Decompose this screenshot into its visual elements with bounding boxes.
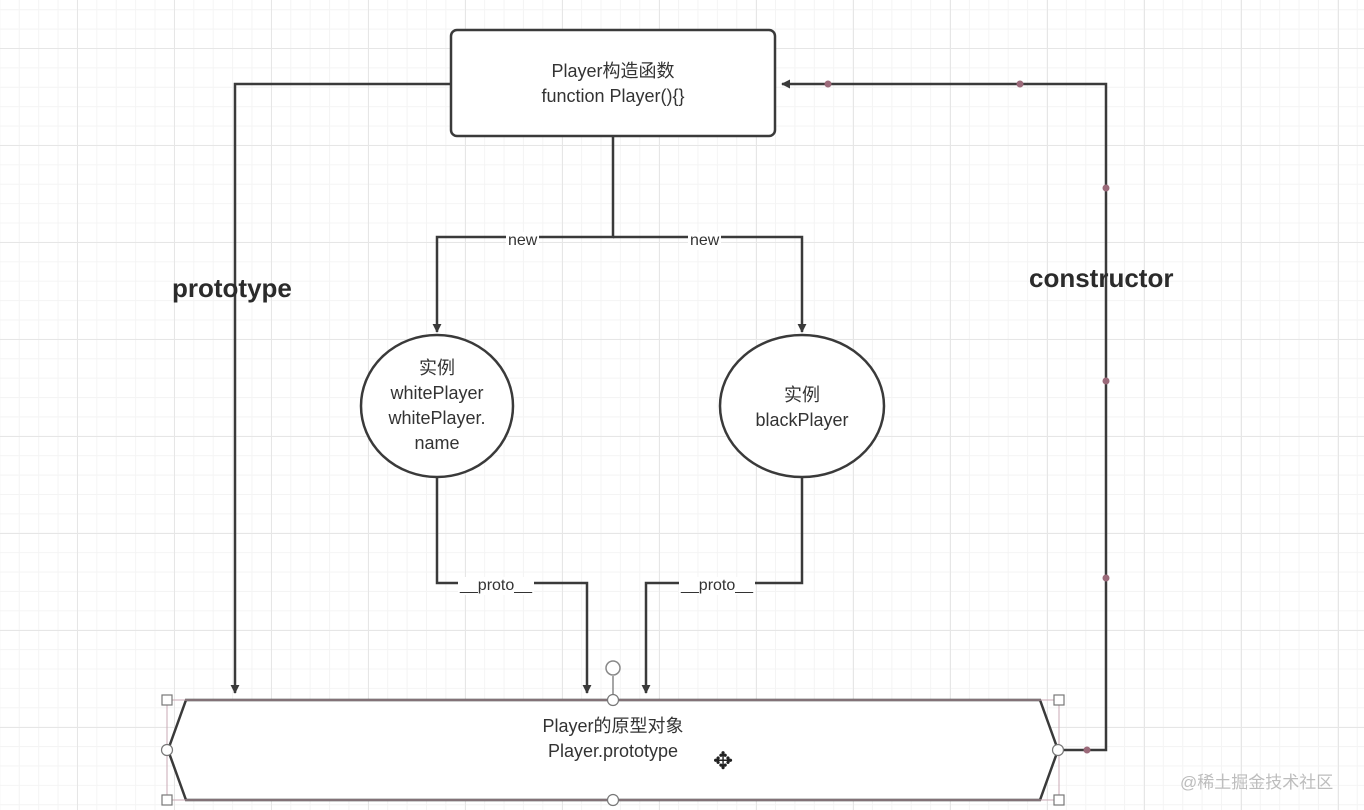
constructor-edge-label: constructor: [1029, 263, 1174, 293]
resize-handle-top-right[interactable]: [1053, 694, 1065, 706]
white-player-kind: 实例: [419, 358, 455, 378]
watermark: @稀土掘金技术社区: [1180, 773, 1334, 792]
constructor-edge-handle[interactable]: [824, 80, 832, 88]
proto-edge-left-label: __proto__: [458, 577, 535, 595]
constructor-edge-handle[interactable]: [1083, 746, 1091, 754]
prototype-object-label: Player的原型对象 Player.prototype: [420, 714, 806, 764]
black-player-kind: 实例: [784, 385, 820, 405]
white-player-property-cont: name: [414, 433, 460, 453]
resize-handle-bottom-right[interactable]: [1053, 794, 1065, 806]
resize-handle-bottom-left[interactable]: [161, 794, 173, 806]
constructor-function-title: Player构造函数: [551, 61, 675, 81]
move-cursor-icon: ✥: [713, 748, 734, 775]
white-player-property: whitePlayer.: [388, 408, 486, 428]
constructor-edge-handle[interactable]: [1102, 574, 1110, 582]
constructor-function-code: function Player(){}: [541, 86, 685, 106]
white-player-label: 实例 whitePlayer whitePlayer. name: [361, 356, 513, 456]
prototype-edge-label: prototype: [172, 273, 292, 303]
new-edge-right: [613, 235, 807, 333]
white-player-name: whitePlayer: [390, 383, 484, 403]
resize-handle-right[interactable]: [1051, 743, 1065, 757]
constructor-edge[interactable]: [781, 79, 1108, 752]
black-player-label: 实例 blackPlayer: [720, 383, 884, 433]
resize-handle-left[interactable]: [160, 743, 174, 757]
prototype-edge: [230, 82, 451, 694]
new-edge-right-label: new: [688, 232, 722, 250]
rotate-handle[interactable]: [605, 660, 621, 676]
constructor-edge-handle[interactable]: [1102, 184, 1110, 192]
constructor-edge-handle[interactable]: [1016, 80, 1024, 88]
black-player-name: blackPlayer: [755, 410, 849, 430]
prototype-object-title: Player的原型对象: [542, 716, 684, 736]
constructor-function-label: Player构造函数 function Player(){}: [451, 59, 775, 109]
new-edge-left-label: new: [506, 232, 540, 250]
prototype-object-code: Player.prototype: [547, 741, 679, 761]
resize-handle-top-left[interactable]: [161, 694, 173, 706]
resize-handle-bottom[interactable]: [606, 793, 620, 807]
resize-handle-top[interactable]: [606, 693, 620, 707]
proto-edge-right-label: __proto__: [679, 577, 756, 595]
constructor-edge-handle[interactable]: [1102, 377, 1110, 385]
